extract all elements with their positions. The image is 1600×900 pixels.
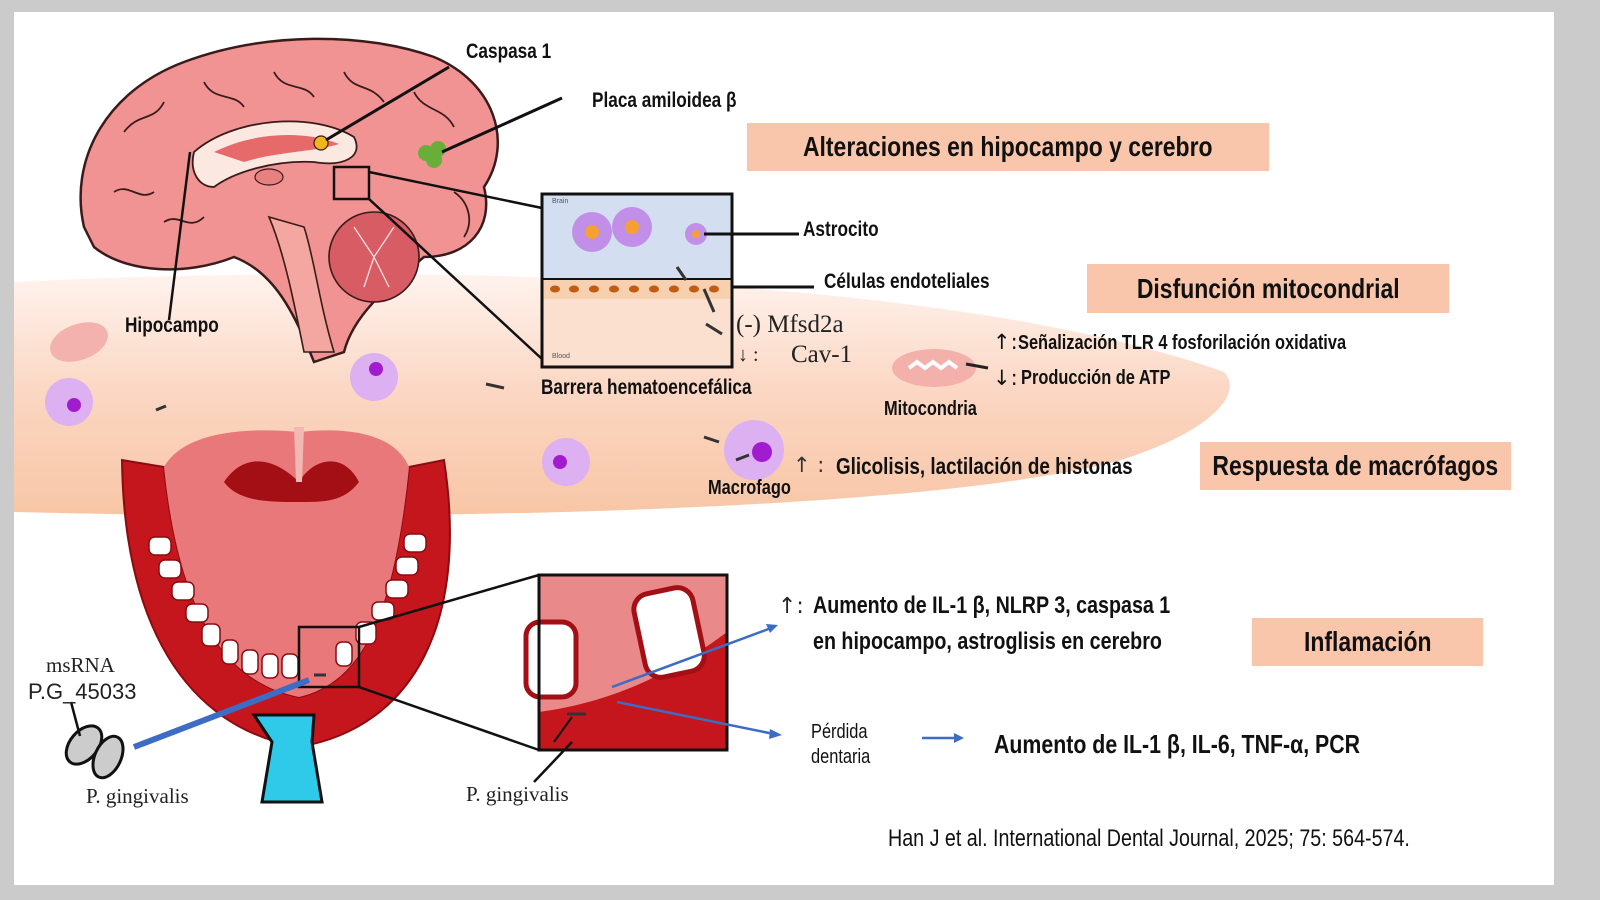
p-gingivalis-bacteria: [64, 701, 125, 780]
brain-zoom-box: [332, 165, 371, 201]
cav1-label: Cav-1: [791, 341, 853, 368]
category-box-macrophage: Respuesta de macrófagos: [1200, 442, 1511, 490]
category-label: Disfunción mitocondrial: [1136, 272, 1400, 304]
bbb-inset: [540, 192, 814, 369]
category-box-mitochondrial: Disfunción mitocondrial: [1087, 264, 1449, 313]
astrocyte-cells: [572, 207, 707, 252]
inflammation-arrow: ↑:: [778, 594, 804, 619]
teeth: [148, 533, 427, 679]
amyloid-plaque-label: Placa amiloidea β: [592, 89, 737, 112]
msrna-label: msRNA: [46, 653, 115, 677]
inflammation-text-line1: Aumento de IL-1 β, NLRP 3, caspasa 1: [813, 592, 1171, 619]
jaw-illustration: [120, 427, 451, 804]
astrocyte-label: Astrocito: [803, 218, 879, 241]
mito-up-arrow: ↑:: [993, 330, 1018, 354]
hippocampus-label: Hipocampo: [125, 314, 219, 337]
macrophage-arrow: ↑ :: [793, 453, 825, 477]
mito-up-text: Señalización TLR 4 fosforilación oxidati…: [1018, 332, 1347, 354]
brain-illustration: [79, 37, 499, 364]
bbb-caption: Barrera hematoencefálica: [541, 376, 752, 399]
bbb-brain-tag: Brain: [552, 198, 569, 205]
gum-inset: [523, 573, 729, 783]
p-gingivalis-label-left: P. gingivalis: [86, 784, 189, 808]
tooth-loss-result: Aumento de IL-1 β, IL-6, TNF-α, PCR: [994, 729, 1361, 759]
macrophage-label: Macrofago: [708, 477, 791, 499]
cav1-arrow: ↓ :: [738, 344, 759, 366]
category-label: Alteraciones en hipocampo y cerebro: [803, 131, 1213, 162]
category-box-brain-hippocampus: Alteraciones en hipocampo y cerebro: [747, 123, 1269, 171]
category-box-inflammation: Inflamación: [1252, 618, 1483, 666]
tooth-loss-line2: dentaria: [811, 746, 871, 768]
macrophage-cells: [45, 353, 784, 486]
caspase-dot: [313, 135, 329, 151]
caspase-label: Caspasa 1: [466, 40, 552, 63]
category-label: Respuesta de macrófagos: [1212, 450, 1499, 481]
throat-shape: [251, 713, 324, 804]
blue-arrows: [132, 624, 964, 750]
illustration-canvas: [14, 37, 1230, 804]
gum-zoom-box: [297, 625, 361, 689]
endothelial-cells-label: Células endoteliales: [824, 270, 990, 293]
mitochondria-illustrations: [50, 322, 989, 387]
msrna-id: P.G_45033: [28, 679, 137, 704]
bbb-blood-tag: Blood: [552, 353, 570, 360]
category-label: Inflamación: [1303, 626, 1432, 657]
inflammation-text-line2: en hipocampo, astroglisis en cerebro: [813, 628, 1162, 655]
citation: Han J et al. International Dental Journa…: [888, 825, 1410, 852]
mfsd2a-label: (-) Mfsd2a: [736, 311, 844, 338]
tooth-loss-line1: Pérdida: [811, 721, 868, 743]
figure-panel: Alteraciones en hipocampo y cerebro Disf…: [14, 12, 1554, 885]
mitochondria-label: Mitocondria: [884, 398, 977, 420]
macrophage-effect-text: Glicolisis, lactilación de histonas: [836, 453, 1133, 479]
p-gingivalis-label-inset: P. gingivalis: [466, 782, 569, 806]
mito-down-arrow: ↓:: [993, 366, 1018, 390]
mito-down-text: Producción de ATP: [1021, 367, 1171, 389]
